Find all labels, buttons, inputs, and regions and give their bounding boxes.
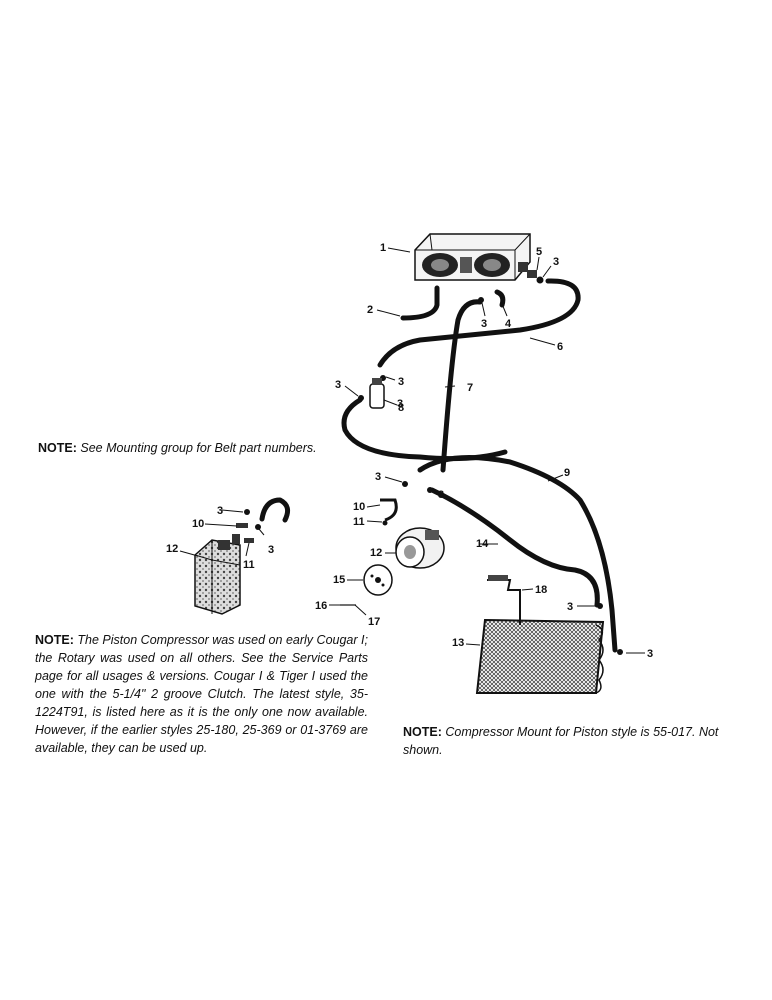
callout-13: 13	[452, 637, 464, 649]
callout-3: 3	[438, 489, 444, 501]
callout-16: 16	[315, 600, 327, 612]
leader-lines	[179, 247, 645, 654]
callout-3: 3	[397, 398, 403, 410]
callout-9: 9	[564, 467, 570, 479]
receiver-drier	[369, 378, 385, 409]
callout-11: 11	[243, 559, 255, 571]
note-piston-compressor: NOTE: The Piston Compressor was used on …	[35, 631, 368, 757]
hoses	[259, 278, 618, 653]
callout-3: 3	[268, 544, 274, 556]
hose-4	[494, 289, 506, 308]
note-belt: NOTE: See Mounting group for Belt part n…	[38, 439, 378, 457]
callout-10: 10	[353, 501, 365, 513]
condenser	[475, 618, 605, 694]
callout-3: 3	[335, 379, 341, 391]
fittings	[244, 270, 623, 655]
piston-fittings	[236, 523, 254, 543]
piston-compressor	[194, 534, 241, 615]
callout-7: 7	[467, 382, 473, 394]
callout-3: 3	[217, 505, 223, 517]
callout-labels: 1 2 3 3 3 3 3 3 3 3 3 3 3 4 5 6 7 8 9 10…	[166, 242, 653, 660]
callout-12: 12	[166, 543, 178, 555]
hose-14	[429, 487, 600, 608]
callout-15: 15	[333, 574, 345, 586]
callout-3: 3	[553, 256, 559, 268]
evaporator-blower-unit	[414, 233, 531, 281]
callout-5: 5	[536, 246, 542, 258]
callout-17: 17	[368, 616, 380, 628]
note-text: Compressor Mount for Piston style is 55-…	[403, 725, 719, 757]
hose-6	[377, 278, 581, 368]
compressor-hose-small	[259, 497, 291, 523]
callout-11: 11	[353, 516, 365, 528]
callout-3: 3	[567, 601, 573, 613]
callout-3: 3	[398, 376, 404, 388]
note-label: NOTE:	[35, 633, 74, 647]
callout-2: 2	[367, 304, 373, 316]
hose-9	[417, 455, 618, 653]
hose-2	[400, 285, 440, 321]
note-label: NOTE:	[403, 725, 442, 739]
note-text: See Mounting group for Belt part numbers…	[76, 441, 317, 455]
clutch-plate	[340, 564, 393, 606]
condenser-bracket	[487, 575, 521, 625]
rotary-compressor	[395, 527, 445, 569]
callout-18: 18	[535, 584, 547, 596]
rotary-fittings	[380, 498, 398, 526]
hose-7	[440, 299, 483, 473]
callout-12: 12	[370, 547, 382, 559]
note-label: NOTE:	[38, 441, 77, 455]
callout-3: 3	[647, 648, 653, 660]
note-compressor-mount: NOTE: Compressor Mount for Piston style …	[403, 723, 743, 759]
callout-3: 3	[481, 318, 487, 330]
callout-10: 10	[192, 518, 204, 530]
callout-14: 14	[476, 538, 489, 550]
callout-1: 1	[380, 242, 386, 254]
callout-6: 6	[557, 341, 563, 353]
callout-3: 3	[375, 471, 381, 483]
callout-4: 4	[505, 318, 512, 330]
note-text: The Piston Compressor was used on early …	[35, 633, 368, 755]
callout-8: 8	[398, 402, 404, 414]
